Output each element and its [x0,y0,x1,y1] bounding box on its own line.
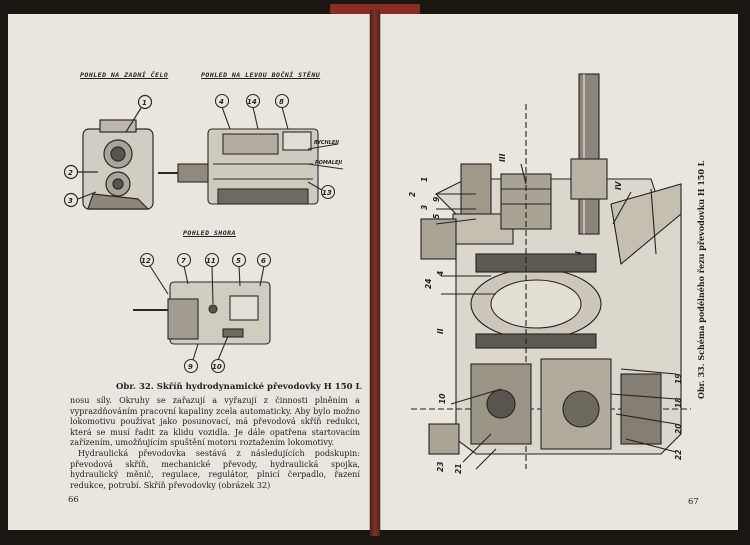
figure-caption-33: Obr. 33. Schéma podélného řezu převodovk… [696,160,706,399]
annotation-slow: POMALEJI [315,160,342,166]
drawing-rear-view [63,94,154,210]
callout-side-4: 4 [219,98,224,106]
callout-top-12: 12 [141,257,151,265]
callout-section-19: 19 [674,374,683,384]
body-text: nosu síly. Okruhy se zařazují a vyřazují… [70,395,360,490]
book-spine-top [330,4,420,14]
callout-side-13: 13 [322,189,332,197]
callout-section-10: 10 [438,394,447,404]
label-rear-view: POHLED NA ZADNÍ ČELO [80,71,169,79]
page-number-right: 67 [688,497,699,507]
callout-section-20: 20 [674,424,683,434]
callout-top-6: 6 [261,257,266,265]
annotation-fast: RYCHLEJI [314,140,339,146]
drawing-side-view [158,93,344,205]
paragraph-2: Hydraulická převodovka sestává z následu… [70,447,360,490]
callout-section-1: 1 [420,177,429,182]
right-page: 2 1 3 9 5 24 4 II 10 21 23 III IV I 19 1… [380,14,738,530]
figure-caption-32: Obr. 32. Skříň hydrodynamické převodovky… [116,382,362,392]
callout-top-9: 9 [188,363,193,371]
callout-section-I: I [574,251,583,254]
page-number-left: 66 [68,495,79,505]
callouts-side-view: 4 14 8 13 RYCHLEJI POMALEJI [219,98,342,197]
callout-section-24: 24 [424,279,433,289]
callouts-top-view: 12 7 11 5 6 9 10 [141,257,266,371]
drawing-longitudinal-section [411,73,691,470]
callout-top-10: 10 [212,363,222,371]
callout-top-7: 7 [181,257,186,265]
callout-section-9: 9 [432,197,441,202]
callout-rear-2: 2 [68,169,73,177]
callout-side-8: 8 [279,98,284,106]
callouts-rear-view: 1 2 3 [68,99,147,205]
callout-section-18: 18 [674,398,683,408]
label-left-side-view: POHLED NA LEVOU BOČNÍ STĚNU [201,71,321,79]
callout-section-III: III [498,153,507,162]
callout-section-II: II [436,328,445,334]
callout-section-5: 5 [432,214,441,219]
left-page: POHLED NA ZADNÍ ČELO POHLED NA LEVOU BOČ… [8,14,370,530]
callout-section-2: 2 [408,192,417,197]
callout-section-4: 4 [436,271,445,276]
label-top-view: POHLED SHORA [183,229,236,237]
callout-top-11: 11 [206,257,216,265]
callout-side-14: 14 [247,98,257,106]
book-gutter [370,10,380,536]
callout-rear-3: 3 [68,197,73,205]
callout-section-21: 21 [454,464,463,474]
drawing-top-view [133,252,272,374]
callout-top-5: 5 [236,257,241,265]
callout-rear-1: 1 [142,99,147,107]
callout-section-22: 22 [674,450,683,460]
callout-section-23: 23 [436,462,445,472]
callouts-section: 2 1 3 9 5 24 4 II 10 21 23 III IV I 19 1… [408,153,683,474]
callout-section-IV: IV [614,180,623,190]
paragraph-1: nosu síly. Okruhy se zařazují a vyřazují… [70,395,360,448]
callout-section-3: 3 [420,205,429,210]
